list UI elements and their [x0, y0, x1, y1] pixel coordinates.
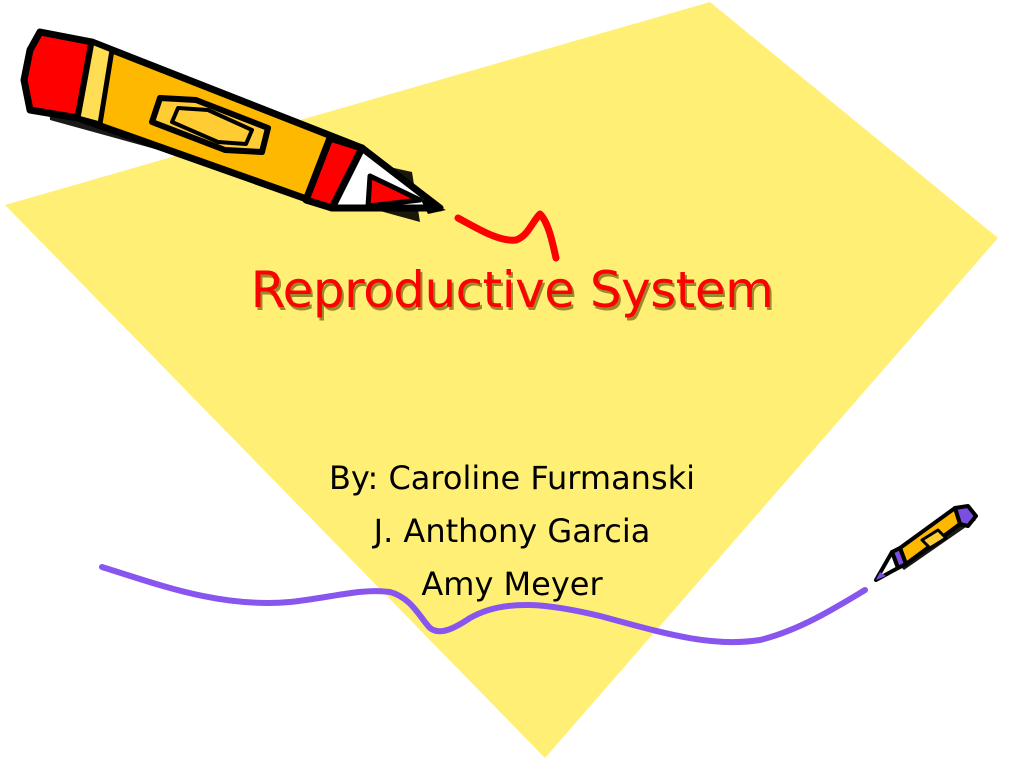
red-scribble	[454, 210, 560, 262]
author-line-1: By: Caroline Furmanski	[328, 459, 696, 497]
large-pencil-icon	[20, 28, 446, 222]
author-line-2: J. Anthony Garcia	[373, 512, 651, 550]
slide-title: Reproductive System	[250, 261, 774, 319]
purple-scribble	[99, 564, 868, 646]
yellow-paper-shape	[5, 2, 998, 758]
author-line-3: Amy Meyer	[421, 565, 603, 603]
author-list: By: Caroline Furmanski J. Anthony Garcia…	[0, 452, 1024, 611]
small-pencil-icon	[874, 504, 978, 582]
